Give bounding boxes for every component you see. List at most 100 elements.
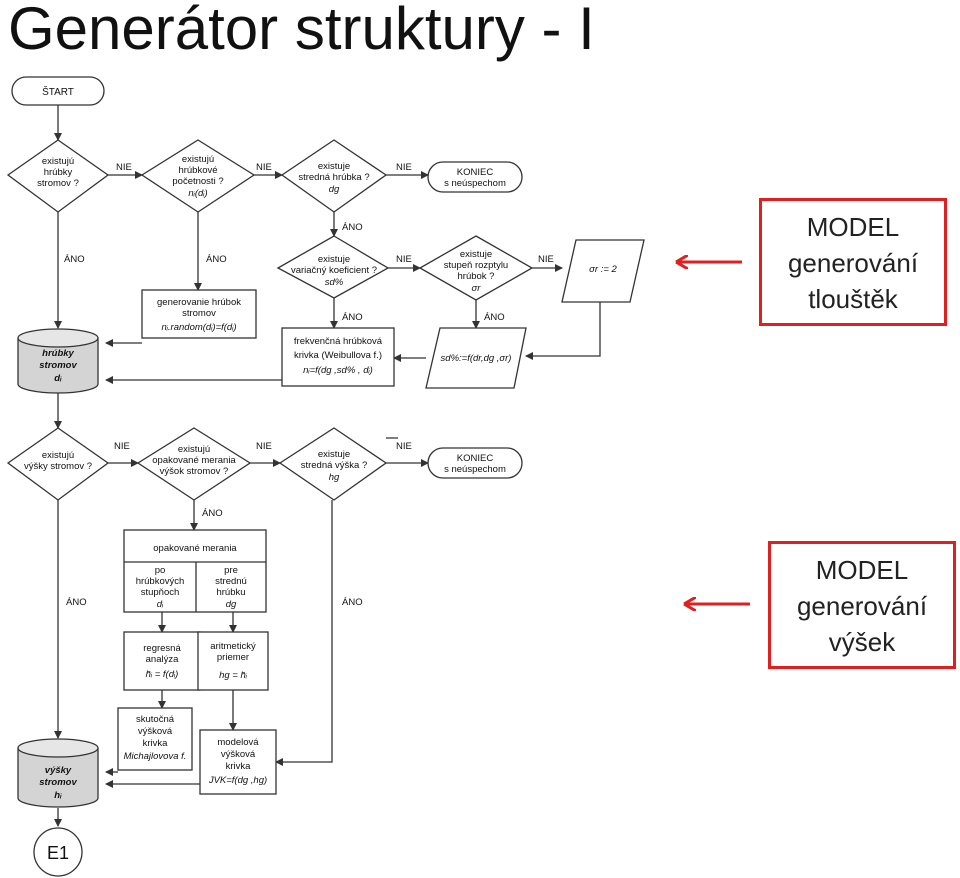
classes-line4: dᵢ: [157, 599, 164, 610]
freq-line2: krivka (Weibullova f.): [294, 350, 382, 361]
db2-line3: hᵢ: [54, 790, 62, 801]
gen-line3: nᵢ.random(dᵢ)=f(dᵢ): [161, 322, 236, 333]
end2-line2: s neúspechom: [444, 464, 506, 475]
d7-line2: opakované merania: [152, 455, 236, 466]
d5-line2: stupeň rozptylu: [444, 260, 508, 271]
connector-e1-label: E1: [47, 843, 69, 863]
model-thickness-box: MODEL generování tlouštěk: [759, 198, 947, 326]
sd-formula-parallelogram: [425, 327, 527, 389]
d1-line2: hrúbky: [44, 167, 73, 178]
spread-assign-text: σr := 2: [589, 264, 617, 275]
yes-label: ÁNO: [342, 312, 363, 323]
decision-frequencies-exist: [140, 139, 256, 213]
model-line2: výšková: [221, 749, 256, 760]
d8-line3: hg: [329, 472, 340, 483]
actual-line4: Michajlovova f.: [124, 751, 187, 762]
no-label: NIE: [256, 162, 272, 173]
model-curve-box: [199, 729, 277, 795]
model-thickness-line1: MODEL: [806, 212, 900, 242]
model-line4: JVK=f(dg ,hg): [208, 775, 267, 786]
classes-line3: stupňoch: [141, 587, 180, 598]
db2-line1: výšky: [45, 765, 72, 776]
d3-line3: dg: [329, 184, 340, 195]
frequency-curve-box: [281, 327, 395, 387]
decision-heights-exist: [6, 427, 110, 501]
arith-line1: aritmetický: [210, 641, 256, 652]
decision-mean-height: [278, 427, 388, 501]
model-line1: modelová: [217, 737, 259, 748]
d1-line3: stromov ?: [37, 178, 79, 189]
start-label: ŠTART: [42, 85, 74, 98]
yes-label: ÁNO: [206, 254, 227, 265]
d2-line1: existujú: [182, 154, 214, 165]
reg-line3: h̄ᵢ = f(dᵢ): [146, 669, 179, 680]
d6-line2: výšky stromov ?: [24, 461, 92, 472]
db2-line2: stromov: [39, 777, 77, 788]
d2-line2: hrúbkové: [178, 165, 217, 176]
end1-line1: KONIEC: [457, 167, 494, 178]
model-thickness-line2: generování: [787, 248, 919, 278]
mean-line1: pre: [224, 565, 238, 576]
d2-line3: početnosti ?: [172, 176, 223, 187]
db1-line2: stromov: [39, 360, 77, 371]
start-terminator: [11, 76, 105, 106]
no-label: NIE: [538, 254, 554, 265]
d5-line1: existuje: [460, 249, 492, 260]
decision-trees-exist: [6, 139, 110, 213]
decision-spread: [418, 235, 534, 301]
yes-label: ÁNO: [64, 254, 85, 265]
end-fail-terminator-2: [427, 447, 523, 479]
repeated-measurements-table: [123, 529, 267, 613]
db1-line3: dᵢ: [54, 373, 62, 384]
no-label: NIE: [256, 441, 272, 452]
d3-line1: existuje: [318, 161, 350, 172]
yes-label: ÁNO: [342, 597, 363, 608]
no-label: NIE: [396, 441, 412, 452]
d7-line3: výšok stromov ?: [160, 466, 229, 477]
arithmetic-mean-box: [197, 631, 269, 691]
d6-line1: existujú: [42, 450, 74, 461]
db1-line1: hrúbky: [42, 348, 74, 359]
d4-line2: variačný koeficient ?: [291, 265, 377, 276]
yes-label: ÁNO: [202, 508, 223, 519]
no-label: NIE: [114, 441, 130, 452]
end1-line2: s neúspechom: [444, 178, 506, 189]
model-heights-line2: generování: [796, 591, 928, 621]
db-diameters-cylinder: [17, 328, 99, 394]
mean-line2: strednú: [215, 576, 247, 587]
d8-line2: stredná výška ?: [301, 460, 368, 471]
gen-line1: generovanie hrúbok: [157, 297, 241, 308]
model-line3: krivka: [226, 761, 252, 772]
sd-formula-text: sd%:=f(dr,dg ,σr): [441, 353, 512, 364]
d4-line1: existuje: [318, 254, 350, 265]
classes-line2: hrúbkových: [136, 576, 185, 587]
model-heights-line3: výšek: [828, 627, 896, 657]
mean-line4: dg: [226, 599, 237, 610]
mean-line3: hrúbku: [216, 587, 245, 598]
reg-line2: analýza: [146, 654, 179, 665]
d4-line3: sd%: [325, 277, 344, 288]
regression-box: [123, 631, 201, 691]
classes-line1: po: [155, 565, 166, 576]
d8-line1: existuje: [318, 449, 350, 460]
reg-line1: regresná: [143, 643, 181, 654]
decision-mean-diameter: [280, 139, 388, 213]
spread-assign-parallelogram: [561, 239, 645, 303]
actual-line1: skutočná: [136, 714, 175, 725]
freq-line1: frekvenčná hrúbková: [294, 336, 383, 347]
decision-repeated-measurements: [136, 427, 252, 501]
table-header: opakované merania: [153, 543, 237, 554]
model-heights-box: MODEL generování výšek: [768, 541, 956, 669]
yes-label: ÁNO: [342, 222, 363, 233]
freq-line3: nᵢ=f(dg ,sd% , dᵢ): [303, 365, 373, 376]
gen-line2: stromov: [182, 308, 216, 319]
arith-line3: hg = h̄ᵢ: [219, 670, 248, 681]
yes-label: ÁNO: [484, 312, 505, 323]
page-title: Generátor struktury - I: [8, 0, 595, 62]
db-heights-cylinder: [17, 738, 99, 808]
no-label: NIE: [396, 162, 412, 173]
actual-line3: krivka: [143, 738, 169, 749]
end-fail-terminator-1: [427, 161, 523, 193]
no-label: NIE: [116, 162, 132, 173]
